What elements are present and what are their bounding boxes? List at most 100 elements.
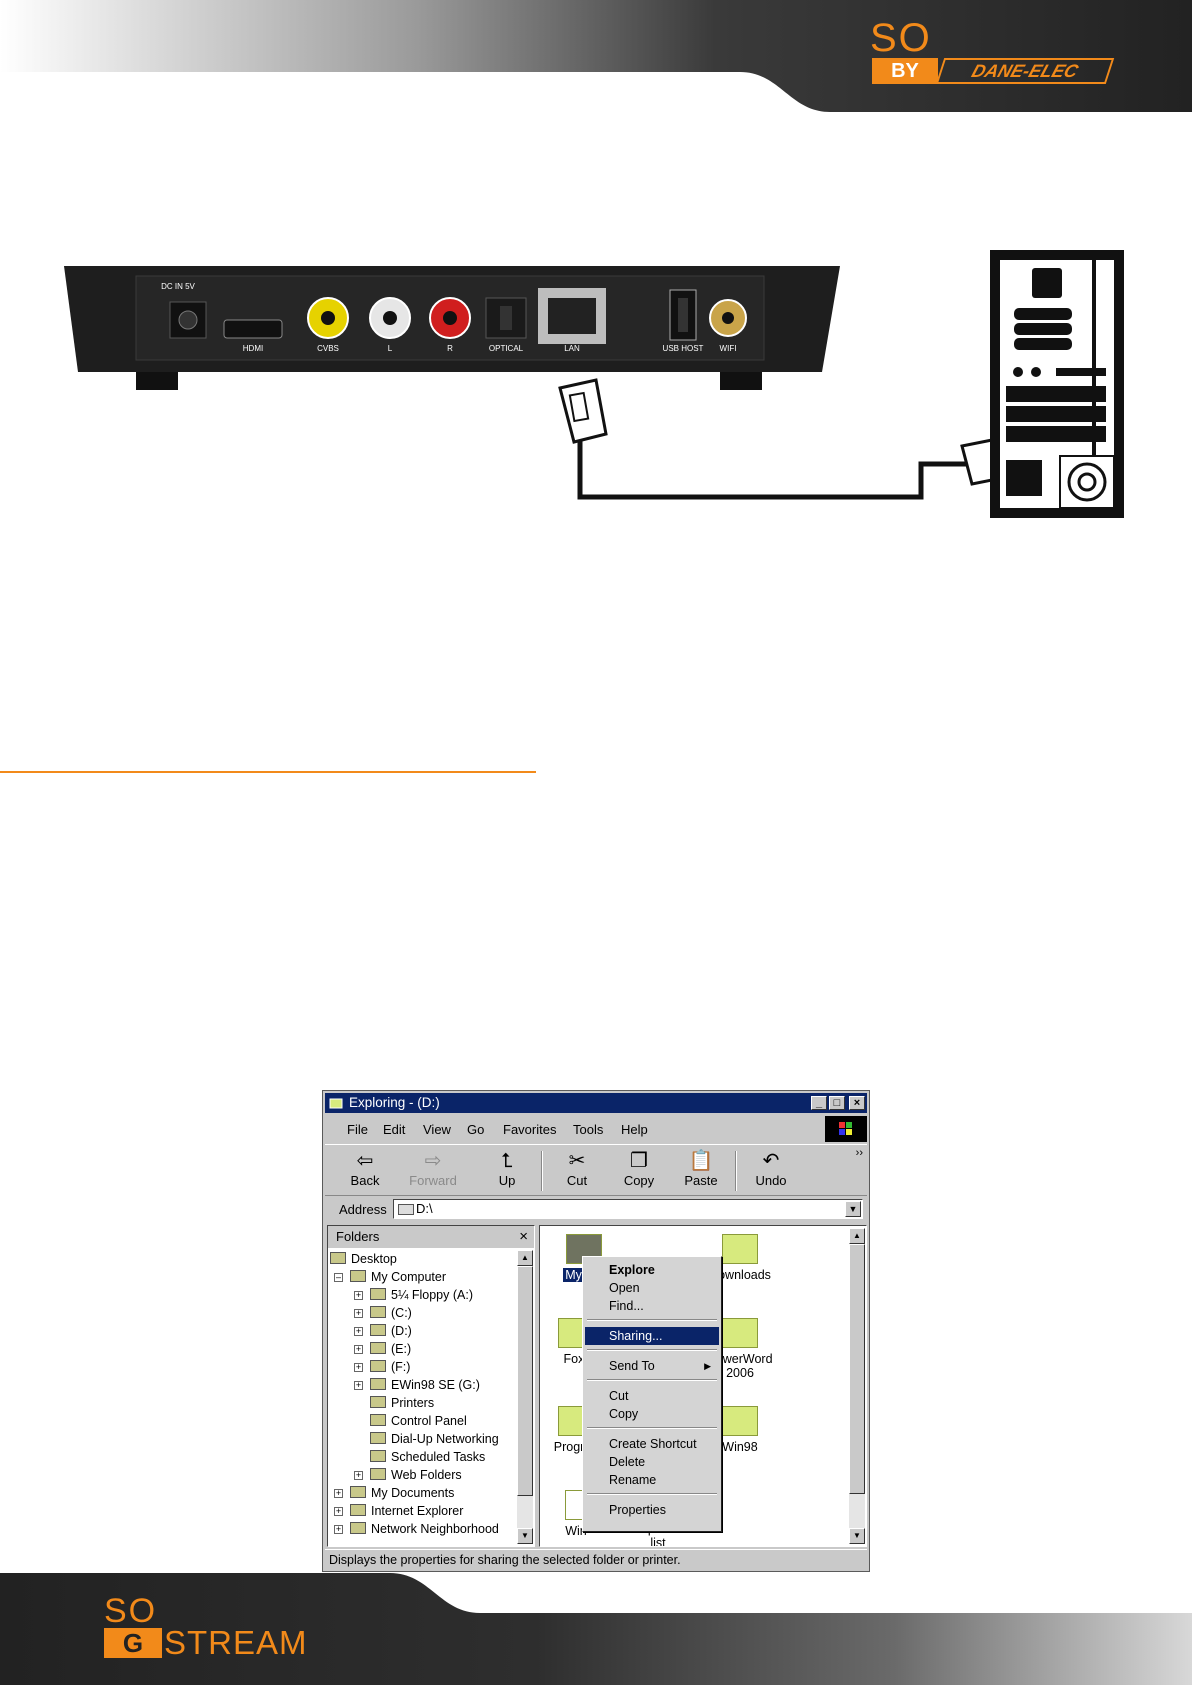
- up-button[interactable]: ⮤Up: [479, 1149, 535, 1188]
- expand-toggle[interactable]: +: [334, 1524, 343, 1534]
- scheduled-tasks-icon: [370, 1450, 386, 1462]
- expand-toggle[interactable]: +: [354, 1344, 363, 1354]
- tree-item-my-documents[interactable]: + My Documents: [334, 1484, 455, 1502]
- files-scrollbar[interactable]: ▲ ▼: [849, 1228, 865, 1544]
- file-item-powerword-2006[interactable]: PowerWord 2006: [700, 1318, 780, 1380]
- minimize-button[interactable]: _: [811, 1096, 827, 1110]
- menu-file[interactable]: File: [347, 1122, 368, 1137]
- context-item-rename[interactable]: Rename: [609, 1473, 657, 1487]
- menu-go[interactable]: Go: [467, 1122, 485, 1137]
- expand-toggle[interactable]: +: [334, 1488, 343, 1498]
- window-titlebar[interactable]: Exploring - (D:) _ □ ×: [325, 1093, 867, 1113]
- tree-item-control-panel[interactable]: Control Panel: [370, 1412, 467, 1430]
- tree-item-web-folders[interactable]: + Web Folders: [354, 1466, 462, 1484]
- menu-help[interactable]: Help: [621, 1122, 648, 1137]
- header-band: [0, 0, 1192, 112]
- expand-toggle[interactable]: +: [354, 1308, 363, 1318]
- file-label: PowerWord 2006: [707, 1352, 773, 1380]
- context-item-send-to[interactable]: Send To▶: [585, 1357, 719, 1375]
- status-bar: Displays the properties for sharing the …: [325, 1549, 867, 1570]
- tree-label: (F:): [391, 1360, 411, 1374]
- menu-view[interactable]: View: [423, 1122, 451, 1137]
- network-neighborhood-icon: [350, 1522, 366, 1534]
- scroll-down-button[interactable]: ▼: [517, 1528, 533, 1544]
- tree-label: EWin98 SE (G:): [391, 1378, 480, 1392]
- file-item-win98[interactable]: Win98: [700, 1406, 780, 1454]
- undo-button[interactable]: ↶Undo: [743, 1149, 799, 1188]
- tree-label: 5¼ Floppy (A:): [391, 1288, 473, 1302]
- tree-item-internet-explorer[interactable]: + Internet Explorer: [334, 1502, 464, 1520]
- back-arrow-icon: ⇦: [356, 1150, 374, 1172]
- context-item-copy[interactable]: Copy: [609, 1407, 639, 1421]
- context-item-open[interactable]: Open: [609, 1281, 640, 1295]
- tree-item-network-drive-g[interactable]: + EWin98 SE (G:): [354, 1376, 480, 1394]
- paste-icon: 📋: [688, 1150, 714, 1172]
- expand-toggle[interactable]: +: [354, 1380, 363, 1390]
- expand-toggle[interactable]: +: [354, 1470, 363, 1480]
- tree-item-drive-f[interactable]: + (F:): [354, 1358, 411, 1376]
- tree-item-network-neighborhood[interactable]: +Network Neighborhood: [334, 1520, 499, 1538]
- context-item-create-shortcut[interactable]: Create Shortcut: [609, 1437, 697, 1451]
- scroll-thumb[interactable]: [849, 1244, 865, 1494]
- port-label-lan: LAN: [564, 344, 580, 353]
- expand-toggle[interactable]: +: [354, 1362, 363, 1372]
- cut-button[interactable]: ✂Cut: [549, 1149, 605, 1188]
- tree-item-dial-up-networking[interactable]: Dial-Up Networking: [370, 1430, 499, 1448]
- tree-item-scheduled-tasks[interactable]: Scheduled Tasks: [370, 1448, 485, 1466]
- header-logo-so: SO: [870, 16, 932, 60]
- tree-item-floppy[interactable]: +5¼ Floppy (A:): [354, 1286, 473, 1304]
- tree-label: My Documents: [371, 1486, 455, 1500]
- address-bar: Address D:\ ▼: [325, 1196, 867, 1222]
- menu-tools[interactable]: Tools: [573, 1122, 604, 1137]
- folders-close-button[interactable]: ×: [519, 1228, 528, 1245]
- scroll-down-button[interactable]: ▼: [849, 1528, 865, 1544]
- tree-item-my-computer[interactable]: –My Computer: [334, 1268, 446, 1286]
- collapse-toggle[interactable]: –: [334, 1272, 343, 1282]
- toolbar-more-icon[interactable]: ››: [855, 1147, 863, 1159]
- file-label: Downloads: [709, 1268, 771, 1282]
- context-item-delete[interactable]: Delete: [609, 1455, 646, 1469]
- back-button[interactable]: ⇦Back: [337, 1149, 393, 1188]
- toolbar-separator: [541, 1151, 543, 1191]
- paste-button[interactable]: 📋Paste: [673, 1149, 729, 1188]
- explorer-folder-icon: [329, 1096, 343, 1110]
- scroll-up-button[interactable]: ▲: [849, 1228, 865, 1244]
- expand-toggle[interactable]: +: [334, 1506, 343, 1516]
- up-label: Up: [498, 1173, 516, 1188]
- tree-item-drive-d[interactable]: +(D:): [354, 1322, 412, 1340]
- folders-pane-header: Folders ×: [328, 1226, 534, 1248]
- address-dropdown-button[interactable]: ▼: [845, 1201, 861, 1217]
- tree-label: Web Folders: [391, 1468, 462, 1482]
- context-item-properties[interactable]: Properties: [609, 1503, 666, 1517]
- file-item-downloads[interactable]: Downloads: [700, 1234, 780, 1282]
- folders-scrollbar[interactable]: ▲ ▼: [517, 1250, 533, 1544]
- context-item-cut[interactable]: Cut: [609, 1389, 629, 1403]
- expand-toggle[interactable]: +: [354, 1290, 363, 1300]
- menu-edit[interactable]: Edit: [383, 1122, 406, 1137]
- windows-logo-icon: [825, 1116, 867, 1142]
- scroll-up-button[interactable]: ▲: [517, 1250, 533, 1266]
- tree-label: Internet Explorer: [371, 1504, 464, 1518]
- maximize-button[interactable]: □: [829, 1096, 845, 1110]
- page-header: [0, 0, 1192, 112]
- scroll-thumb[interactable]: [517, 1266, 533, 1496]
- copy-button[interactable]: ❐Copy: [611, 1149, 667, 1188]
- folders-title: Folders: [336, 1229, 380, 1244]
- forward-button[interactable]: ⇨Forward: [405, 1149, 461, 1188]
- menu-separator: [587, 1493, 717, 1495]
- close-button[interactable]: ×: [849, 1096, 865, 1110]
- tree-item-drive-c[interactable]: +(C:): [354, 1304, 412, 1322]
- context-item-find[interactable]: Find...: [609, 1299, 644, 1313]
- tree-item-desktop[interactable]: Desktop: [330, 1250, 397, 1268]
- context-item-explore[interactable]: Explore: [609, 1263, 655, 1277]
- port-label-r: R: [447, 344, 453, 353]
- menu-separator: [587, 1427, 717, 1429]
- tree-item-drive-e[interactable]: +(E:): [354, 1340, 411, 1358]
- port-label-dc-in: DC IN 5V: [161, 282, 195, 291]
- tree-item-printers[interactable]: Printers: [370, 1394, 434, 1412]
- scissors-icon: ✂: [568, 1150, 586, 1172]
- address-input[interactable]: D:\ ▼: [393, 1199, 863, 1219]
- expand-toggle[interactable]: +: [354, 1326, 363, 1336]
- context-item-sharing[interactable]: Sharing...: [585, 1327, 719, 1345]
- menu-favorites[interactable]: Favorites: [503, 1122, 557, 1137]
